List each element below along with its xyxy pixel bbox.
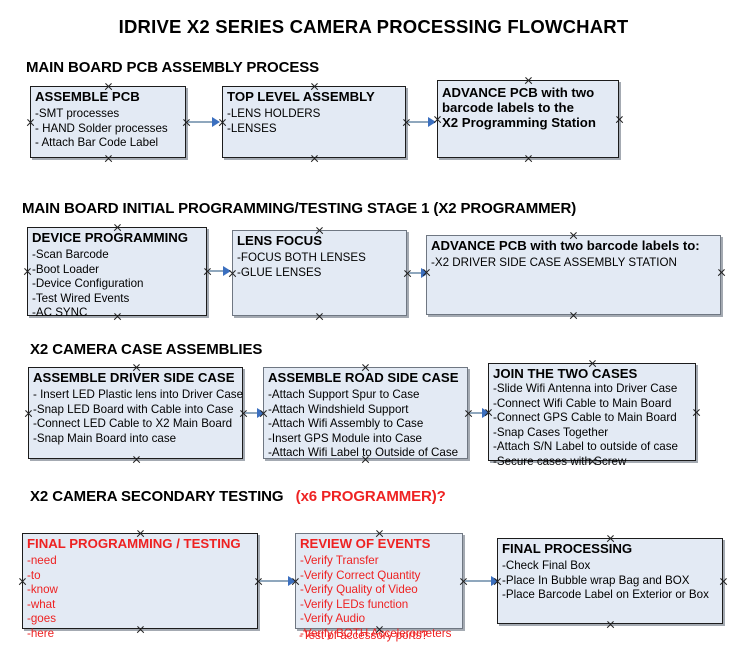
node-title: FINAL PROCESSING <box>502 541 633 556</box>
node-line: -AC SYNC <box>32 306 88 320</box>
node-line: -GLUE LENSES <box>237 265 322 279</box>
node-line: -Verify LEDs function <box>300 597 409 611</box>
node-line: -Verify Transfer <box>300 554 379 567</box>
arrowhead-icon <box>421 268 429 278</box>
node-title: REVIEW OF EVENTS <box>300 536 431 551</box>
node-final-processing[interactable]: FINAL PROCESSING -Check Final Box -Place… <box>497 538 723 624</box>
connector-device-programming-to-lens-focus <box>209 270 225 272</box>
node-line: - Insert LED Plastic lens into Driver Ca… <box>33 388 244 401</box>
node-overflow-line: -Test of accessory ports? <box>299 629 428 642</box>
node-title: ASSEMBLE ROAD SIDE CASE <box>268 370 459 385</box>
node-line: -Snap Cases Together <box>493 425 609 439</box>
node-title: FINAL PROGRAMMING / TESTING <box>27 536 241 551</box>
arrowhead-icon <box>491 576 499 586</box>
node-line: -Connect LED Cable to X2 Main Board <box>33 417 233 431</box>
node-title: ASSEMBLE PCB <box>35 89 140 104</box>
section-heading-text: MAIN BOARD PCB ASSEMBLY PROCESS <box>26 59 320 76</box>
node-title: JOIN THE TWO CASES <box>493 366 638 381</box>
node-line: -Test Wired Events <box>32 291 130 305</box>
node-title: ADVANCE PCB with two barcode labels to t… <box>442 85 596 130</box>
node-assemble-road-side-case[interactable]: ASSEMBLE ROAD SIDE CASE -Attach Support … <box>263 367 468 459</box>
node-title: ASSEMBLE DRIVER SIDE CASE <box>33 370 235 385</box>
node-title: ADVANCE PCB with two barcode labels to: <box>431 238 700 253</box>
node-line: -Attach Wifi Assembly to Case <box>268 417 424 431</box>
node-line: -Place In Bubble wrap Bag and BOX <box>502 573 690 587</box>
connector-review-of-events-to-final-processing <box>465 580 493 582</box>
section-heading-main-board-pcb-assembly: MAIN BOARD PCB ASSEMBLY PROCESS <box>26 59 319 76</box>
section-heading-text: MAIN BOARD INITIAL PROGRAMMING/TESTING S… <box>22 200 577 217</box>
node-line: - HAND Solder processes <box>35 121 168 135</box>
node-line: -Secure cases with Screw <box>493 454 627 468</box>
node-line: -X2 DRIVER SIDE CASE ASSEMBLY STATION <box>431 256 677 269</box>
node-line: - Attach Bar Code Label <box>35 136 159 150</box>
node-top-level-assembly[interactable]: TOP LEVEL ASSEMBLY -LENS HOLDERS -LENSES <box>222 86 406 158</box>
node-line: -Check Final Box <box>502 559 591 572</box>
connector-final-programming-to-review-of-events <box>260 580 290 582</box>
connector-top-level-to-advance-pcb <box>408 121 430 123</box>
node-final-programming-testing[interactable]: FINAL PROGRAMMING / TESTING -need -to -k… <box>22 533 258 640</box>
node-line: -Attach Wifi Label to Outside of Case <box>268 446 459 460</box>
node-line: -Scan Barcode <box>32 248 109 261</box>
node-line: -Slide Wifi Antenna into Driver Case <box>493 382 678 395</box>
node-line: -Connect Wifi Cable to Main Board <box>493 396 672 410</box>
node-advance-pcb-to-x2-programming-station[interactable]: ADVANCE PCB with two barcode labels to t… <box>437 80 619 158</box>
node-line: -to <box>27 568 41 582</box>
arrowhead-icon <box>288 576 296 586</box>
section-heading-x2-camera-secondary-testing: X2 CAMERA SECONDARY TESTING (x6 PROGRAMM… <box>30 488 446 505</box>
node-line: -Verify Quality of Video <box>300 583 418 597</box>
node-line: -Connect GPS Cable to Main Board <box>493 411 677 425</box>
node-line: -Snap LED Board with Cable into Case <box>33 402 234 416</box>
node-line: -need <box>27 554 57 567</box>
arrowhead-icon <box>482 408 490 418</box>
connector-lens-focus-to-advance-pcb <box>409 272 423 274</box>
section-heading-text: X2 CAMERA SECONDARY TESTING <box>30 488 284 505</box>
arrowhead-icon <box>257 408 265 418</box>
node-assemble-pcb[interactable]: ASSEMBLE PCB -SMT processes - HAND Solde… <box>30 86 186 158</box>
node-line: -Verify Correct Quantity <box>300 568 421 582</box>
arrowhead-icon <box>223 266 231 276</box>
node-advance-pcb-to-driver-side-case[interactable]: ADVANCE PCB with two barcode labels to: … <box>426 235 721 315</box>
node-line: -Device Configuration <box>32 277 144 291</box>
node-line: -Attach Support Spur to Case <box>268 388 420 401</box>
section-heading-accent: (x6 PROGRAMMER)? <box>295 488 446 505</box>
node-review-of-events[interactable]: REVIEW OF EVENTS -Verify Transfer -Verif… <box>295 533 463 640</box>
node-assemble-driver-side-case[interactable]: ASSEMBLE DRIVER SIDE CASE - Insert LED P… <box>28 367 243 459</box>
node-line: -Place Barcode Label on Exterior or Box <box>502 588 709 602</box>
node-join-the-two-cases[interactable]: JOIN THE TWO CASES -Slide Wifi Antenna i… <box>488 363 696 468</box>
section-heading-text: X2 CAMERA CASE ASSEMBLIES <box>30 341 263 358</box>
node-line: -goes <box>27 612 57 626</box>
node-line: -here <box>27 626 55 640</box>
node-title: LENS FOCUS <box>237 233 322 248</box>
node-line: -what <box>27 597 56 611</box>
node-device-programming[interactable]: DEVICE PROGRAMMING -Scan Barcode -Boot L… <box>27 227 207 319</box>
node-title: DEVICE PROGRAMMING <box>32 230 189 245</box>
node-line: -Verify BOTH Accelerometers <box>300 626 452 640</box>
page-title: IDRIVE X2 SERIES CAMERA PROCESSING FLOWC… <box>118 16 629 37</box>
arrowhead-icon <box>428 117 436 127</box>
connector-driver-case-to-road-case <box>245 412 259 414</box>
node-line: -Snap Main Board into case <box>33 431 177 445</box>
node-line: -LENSES <box>227 121 277 135</box>
node-line: -Attach S/N Label to outside of case <box>493 440 678 454</box>
arrowhead-icon <box>212 117 220 127</box>
node-line: -Verify Audio <box>300 612 366 626</box>
connector-assemble-pcb-to-top-level <box>188 121 214 123</box>
node-line: -SMT processes <box>35 107 120 120</box>
node-line: -Insert GPS Module into Case <box>268 431 423 445</box>
node-title: TOP LEVEL ASSEMBLY <box>227 89 375 104</box>
section-heading-main-board-initial-programming: MAIN BOARD INITIAL PROGRAMMING/TESTING S… <box>22 200 576 217</box>
node-line: -Boot Loader <box>32 262 100 276</box>
node-line: -FOCUS BOTH LENSES <box>237 251 366 264</box>
node-lens-focus[interactable]: LENS FOCUS -FOCUS BOTH LENSES -GLUE LENS… <box>232 230 407 316</box>
section-heading-x2-camera-case-assemblies: X2 CAMERA CASE ASSEMBLIES <box>30 341 262 358</box>
node-line: -LENS HOLDERS <box>227 107 321 120</box>
node-line: -Attach Windshield Support <box>268 402 409 416</box>
connector-road-case-to-join-cases <box>470 412 484 414</box>
node-line: -know <box>27 583 58 597</box>
